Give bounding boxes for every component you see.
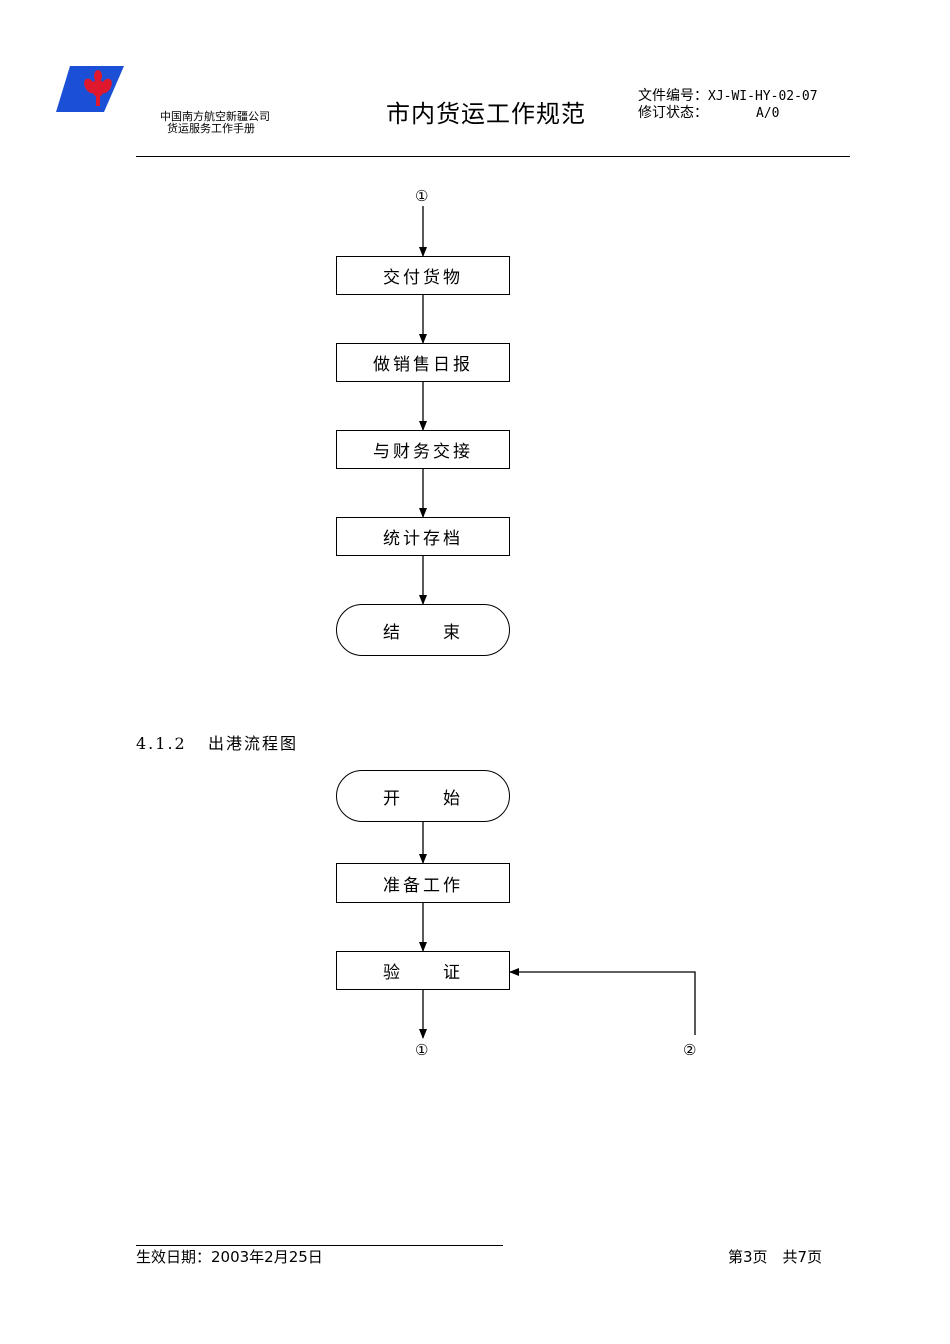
company-name: 中国南方航空新疆公司 货运服务工作手册: [160, 111, 270, 135]
step-verification: 验 证: [336, 951, 510, 990]
document-meta: 文件编号：XJ-WI-HY-02-07 修订状态： A/0: [638, 88, 818, 122]
company-line1: 中国南方航空新疆公司: [160, 110, 270, 123]
terminal-start-label: 开 始: [383, 788, 463, 809]
doc-number-value: XJ-WI-HY-02-07: [708, 89, 818, 104]
header-divider: [136, 156, 850, 157]
step-deliver-goods-label: 交付货物: [383, 268, 463, 288]
step-daily-sales-report: 做销售日报: [336, 343, 510, 382]
step-verification-label: 验 证: [383, 963, 463, 983]
section-title: 出港流程图: [207, 734, 298, 753]
terminal-start: 开 始: [336, 770, 510, 822]
section-heading: 4.1.2 出港流程图: [136, 730, 298, 754]
step-preparation: 准备工作: [336, 863, 510, 903]
company-line2: 货运服务工作手册: [167, 122, 255, 135]
connector-1-in: ①: [415, 187, 429, 205]
revision-label: 修订状态：: [638, 105, 708, 121]
terminal-end-label: 结 束: [383, 622, 463, 643]
connector-1-out: ①: [415, 1041, 429, 1059]
doc-number-label: 文件编号：: [638, 88, 708, 104]
revision-value: A/0: [756, 106, 780, 121]
page-info: 第3页 共7页: [728, 1248, 823, 1266]
step-preparation-label: 准备工作: [383, 875, 463, 896]
document-title: 市内货运工作规范: [386, 100, 586, 128]
terminal-end: 结 束: [336, 604, 510, 656]
footer-divider: [136, 1245, 503, 1246]
step-statistics-archive: 统计存档: [336, 517, 510, 556]
step-daily-sales-report-label: 做销售日报: [373, 355, 473, 375]
effective-date: 生效日期：2003年2月25日: [136, 1248, 323, 1266]
step-statistics-archive-label: 统计存档: [383, 529, 463, 549]
connector-2-back: ②: [683, 1041, 697, 1059]
step-deliver-goods: 交付货物: [336, 256, 510, 295]
section-number: 4.1.2: [136, 734, 187, 753]
step-finance-handover: 与财务交接: [336, 430, 510, 469]
step-finance-handover-label: 与财务交接: [373, 442, 473, 462]
airline-logo: [56, 66, 124, 112]
